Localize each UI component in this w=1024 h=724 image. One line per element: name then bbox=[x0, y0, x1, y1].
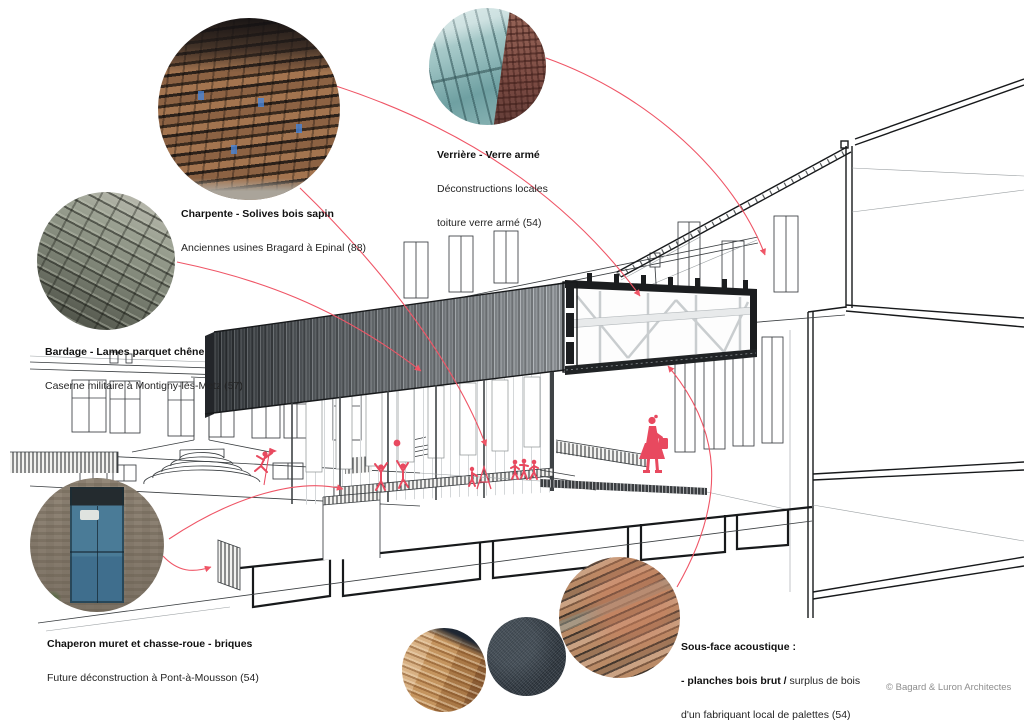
truss-section bbox=[562, 273, 757, 375]
chaperon-title: Chaperon muret et chasse-roue - briques bbox=[47, 637, 253, 650]
sousface-label: Sous-face acoustique : - planches bois b… bbox=[681, 640, 861, 722]
jumping-figure bbox=[396, 460, 409, 489]
charpente-label: Charpente - Solives bois sapin Anciennes… bbox=[181, 186, 366, 266]
palettes-photo bbox=[559, 557, 680, 678]
courtyard bbox=[37, 439, 813, 632]
colonnade bbox=[298, 372, 558, 505]
bardage-photo bbox=[37, 192, 175, 330]
verriere-photo bbox=[429, 8, 546, 125]
credit-line: © Bagard & Luron Architectes bbox=[886, 682, 1012, 693]
ball bbox=[393, 439, 401, 447]
callout-connectors bbox=[162, 57, 766, 588]
charpente-subtitle: Anciennes usines Bragard à Epinal (88) bbox=[181, 242, 367, 255]
weeds bbox=[43, 590, 64, 607]
people-figures bbox=[254, 414, 668, 491]
charpente-title: Charpente - Solives bois sapin bbox=[181, 207, 334, 220]
walking-trio bbox=[510, 458, 539, 480]
charpente-photo bbox=[158, 18, 340, 200]
chaperon-label: Chaperon muret et chasse-roue - briques … bbox=[47, 616, 259, 696]
jumping-figure bbox=[374, 462, 388, 491]
chaperon-photo bbox=[30, 478, 164, 612]
verriere-title: Verrière - Verre armé bbox=[437, 148, 540, 161]
woman-figure bbox=[639, 414, 668, 473]
moquette-photo bbox=[487, 617, 566, 696]
climbing-figure bbox=[254, 447, 277, 486]
bardage-label: Bardage - Lames parquet chêne Caserne mi… bbox=[45, 324, 243, 404]
verriere-label: Verrière - Verre armé Déconstructions lo… bbox=[437, 148, 548, 230]
bardage-title: Bardage - Lames parquet chêne bbox=[45, 345, 205, 358]
roof-tiles bbox=[492, 8, 546, 125]
canopy bbox=[204, 282, 566, 418]
blue-door bbox=[70, 487, 124, 603]
bardage-subtitle: Caserne militaire à Montigny-lès-Metz (5… bbox=[45, 380, 243, 393]
door-sign bbox=[79, 510, 100, 520]
planches-photo bbox=[402, 628, 486, 712]
chaperon-subtitle: Future déconstruction à Pont-à-Mousson (… bbox=[47, 672, 259, 685]
easel-figure bbox=[468, 464, 492, 490]
